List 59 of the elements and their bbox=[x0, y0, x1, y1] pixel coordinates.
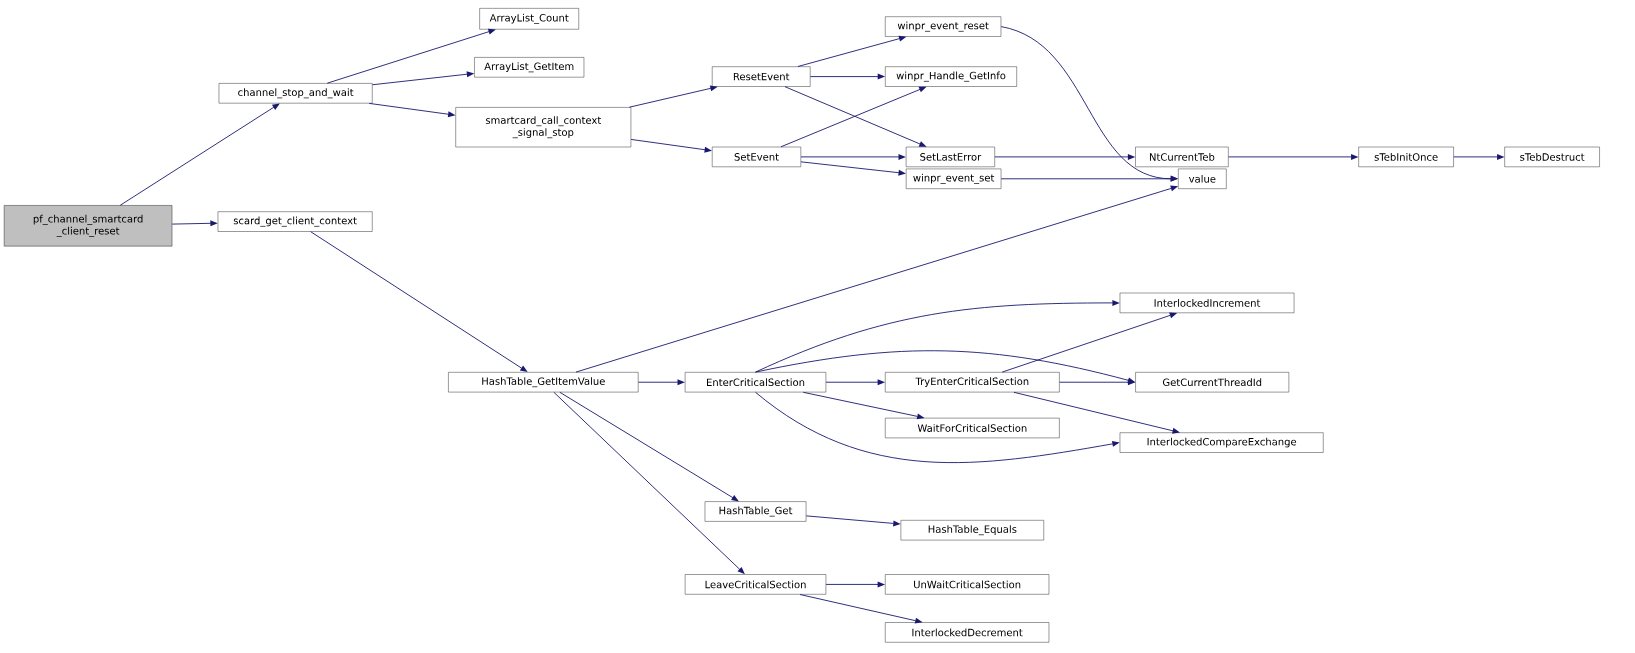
arrow bbox=[171, 220, 218, 227]
function-box: winpr_event_reset bbox=[885, 16, 1002, 37]
function-box: HashTable_Get bbox=[704, 501, 807, 522]
function-box: EnterCriticalSection bbox=[684, 372, 827, 393]
arrow bbox=[825, 581, 886, 588]
function-box: sTebDestruct bbox=[1504, 146, 1600, 167]
arrow bbox=[1001, 312, 1178, 373]
arrow bbox=[637, 379, 685, 386]
arrow bbox=[800, 153, 906, 160]
function-box: SetEvent bbox=[712, 146, 801, 167]
function-box: ArrayList_GetItem bbox=[474, 57, 585, 78]
arrow bbox=[326, 28, 496, 84]
arrow bbox=[1059, 379, 1136, 386]
function-box: WaitForCriticalSection bbox=[885, 417, 1060, 439]
arrow bbox=[1013, 391, 1180, 434]
function-box: UnWaitCriticalSection bbox=[885, 574, 1050, 595]
arrow bbox=[1228, 153, 1359, 160]
arrow bbox=[559, 391, 739, 502]
arrow bbox=[372, 71, 475, 86]
function-box: NtCurrentTeb bbox=[1135, 146, 1229, 167]
function-box: LeaveCriticalSection bbox=[684, 574, 827, 595]
function-box: TryEnterCriticalSection bbox=[885, 372, 1060, 393]
arrow bbox=[368, 102, 456, 118]
function-box: InterlockedCompareExchange bbox=[1119, 432, 1324, 453]
function-box: HashTable_Equals bbox=[900, 520, 1044, 541]
function-box: GetCurrentThreadId bbox=[1135, 372, 1290, 393]
arrow bbox=[628, 85, 718, 108]
function-box: value bbox=[1178, 168, 1227, 189]
arrow bbox=[825, 379, 886, 386]
arrow bbox=[800, 161, 906, 176]
function-box: ArrayList_Count bbox=[479, 8, 579, 30]
function-box: scard_get_client_context bbox=[217, 211, 373, 232]
arrow bbox=[119, 103, 280, 206]
arrow bbox=[630, 138, 712, 153]
function-box: channel_stop_and_wait bbox=[218, 83, 373, 104]
function-box: pf_channel_smartcard _client_reset bbox=[3, 205, 173, 247]
arrow bbox=[310, 231, 528, 373]
arrow bbox=[805, 515, 901, 527]
function-box: winpr_event_set bbox=[905, 168, 1002, 189]
function-box: winpr_Handle_GetInfo bbox=[885, 66, 1017, 87]
arrow bbox=[802, 391, 925, 420]
function-box: sTebInitOnce bbox=[1358, 146, 1454, 167]
function-box: SetLastError bbox=[905, 146, 995, 167]
function-box: InterlockedIncrement bbox=[1119, 292, 1295, 313]
arrow bbox=[755, 350, 1136, 384]
arrow bbox=[755, 391, 1120, 464]
arrow bbox=[755, 299, 1120, 373]
arrow bbox=[1000, 175, 1179, 182]
arrow bbox=[994, 153, 1136, 160]
arrow bbox=[799, 594, 923, 624]
arrow bbox=[575, 185, 1179, 373]
function-box: smartcard_call_context _signal_stop bbox=[455, 107, 632, 148]
arrow bbox=[1453, 153, 1505, 160]
arrow bbox=[809, 73, 886, 80]
function-box: ResetEvent bbox=[712, 66, 811, 87]
function-box: InterlockedDecrement bbox=[885, 622, 1050, 643]
function-box: HashTable_GetItemValue bbox=[448, 372, 639, 393]
arrow bbox=[797, 35, 907, 67]
arrow bbox=[553, 391, 745, 575]
